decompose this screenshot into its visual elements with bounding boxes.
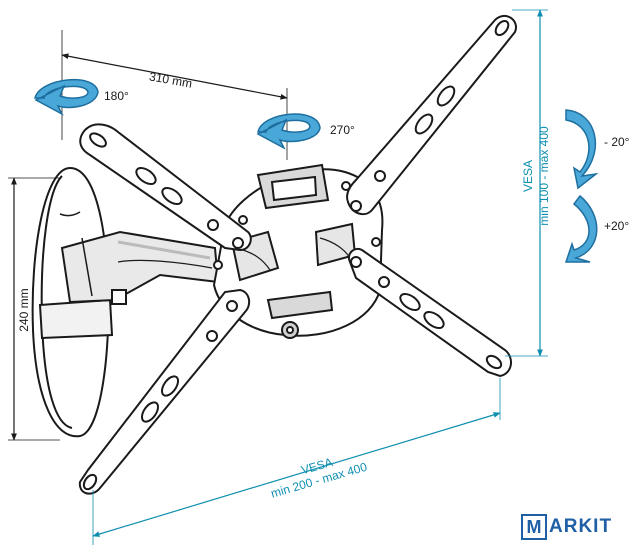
logo-text: ARKIT — [549, 516, 613, 537]
vesa-vertical-title: VESA — [521, 160, 535, 192]
height-label: 240 mm — [17, 288, 31, 331]
rotate-arrow-icon — [256, 113, 321, 150]
center-plate — [212, 163, 384, 339]
dimension-lines — [8, 9, 548, 545]
tilt-up-label: - 20° — [604, 135, 630, 149]
rotate-arrow-icon — [34, 78, 99, 116]
logo-initial: M — [521, 514, 547, 540]
tilt-arrow-icon — [564, 194, 598, 263]
vesa-vertical-range: min 100 - max 400 — [537, 126, 551, 226]
brand-logo: M ARKIT — [521, 514, 629, 540]
tilt-down-label: +20° — [604, 219, 629, 233]
swivel-width-label: 310 mm — [148, 69, 193, 90]
arm-swivel-label: 180° — [104, 89, 129, 103]
articulating-arm — [60, 230, 220, 305]
tilt-arrow-icon — [565, 109, 599, 190]
plate-rotation-label: 270° — [330, 123, 355, 137]
